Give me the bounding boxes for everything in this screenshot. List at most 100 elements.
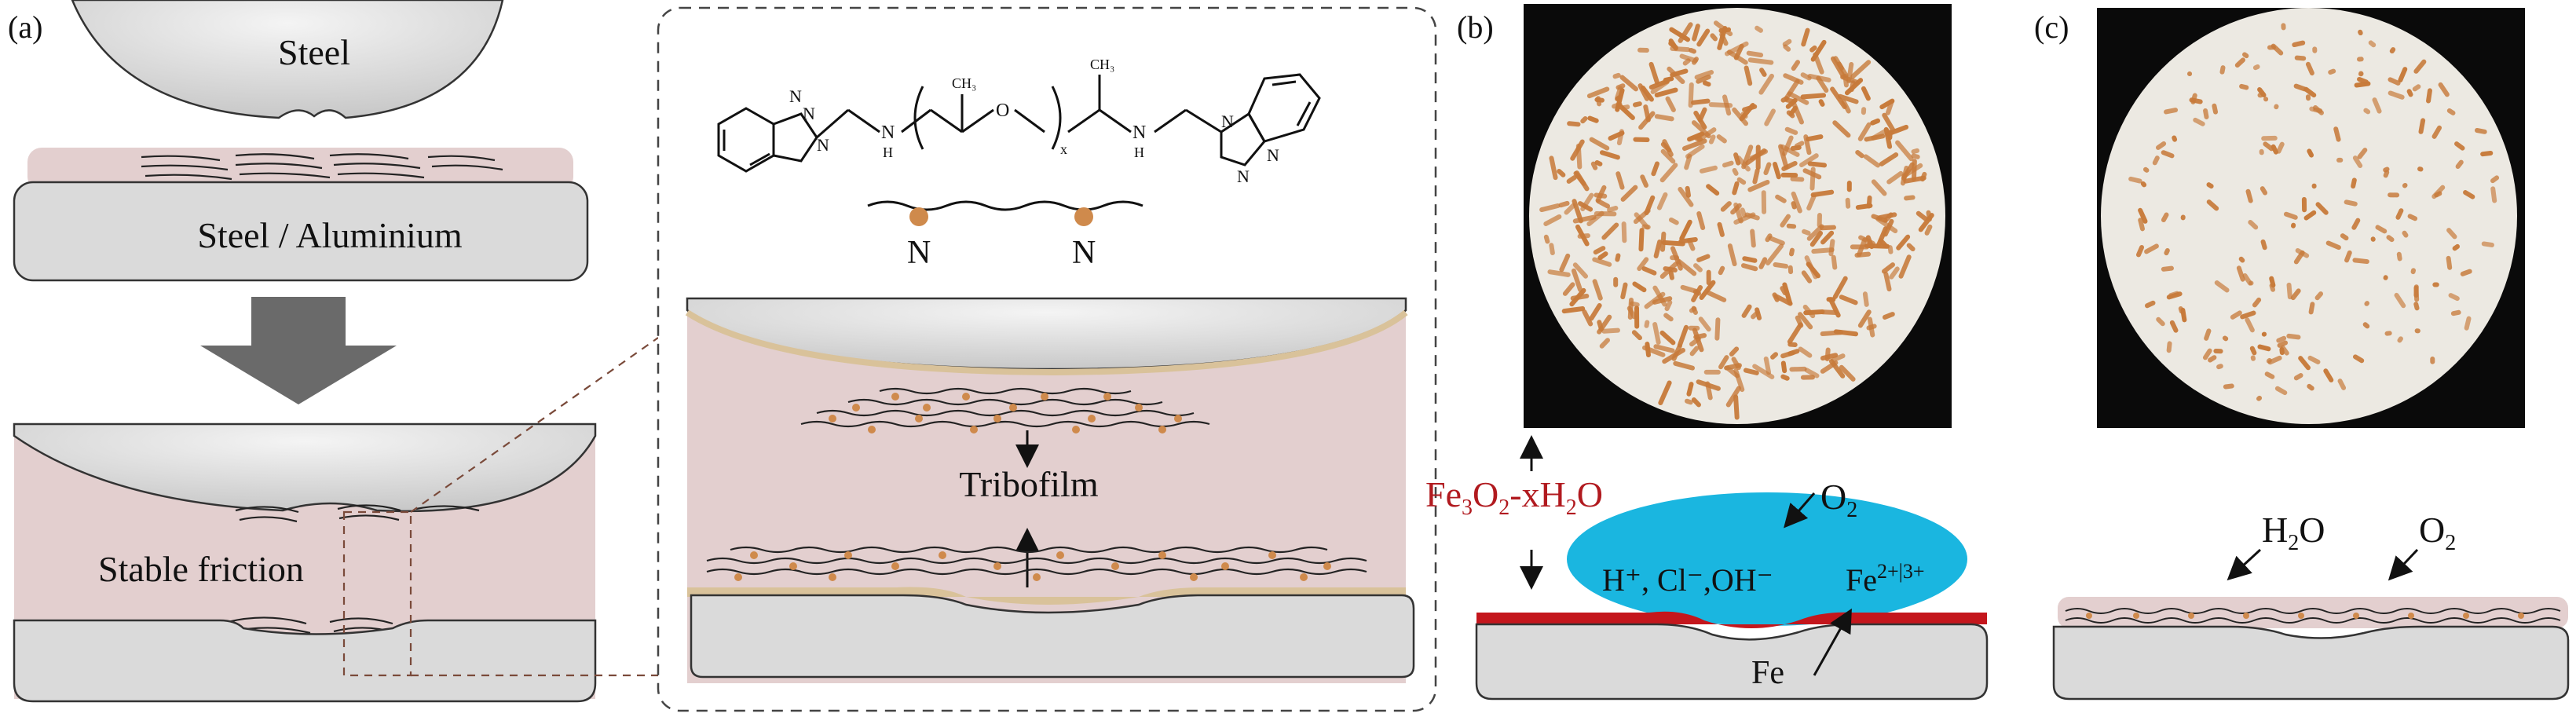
- rust-spot-c: [2426, 88, 2432, 104]
- rust-spot-c: [2166, 291, 2183, 300]
- zoom-region-box: [342, 510, 412, 677]
- rust-spot-c: [2252, 297, 2262, 308]
- rust-spot-b: [1705, 381, 1713, 401]
- panel-c-label: (c): [2034, 9, 2069, 45]
- rust-spot-c: [2307, 355, 2321, 364]
- rust-spot-b: [1809, 45, 1817, 53]
- rust-spot-b: [1557, 168, 1566, 177]
- rust-spot-b: [1784, 126, 1798, 135]
- o2-arrow-b: [1784, 492, 1816, 529]
- rust-spot-b: [1865, 235, 1875, 250]
- rust-spot-b: [1755, 307, 1762, 320]
- rust-spot-b: [1916, 210, 1928, 221]
- rust-spot-b: [1877, 212, 1897, 221]
- rust-spot-c: [2240, 310, 2256, 320]
- rust-spot-c: [2383, 170, 2390, 178]
- rust-spot-b: [1703, 369, 1721, 375]
- rust-spot-b: [1839, 364, 1856, 382]
- rust-spot-b: [1685, 185, 1692, 198]
- rust-spot-c: [2402, 182, 2408, 188]
- rust-spot-c: [2413, 59, 2427, 74]
- rust-spot-b: [1806, 134, 1824, 142]
- rust-spot-c: [2407, 214, 2418, 221]
- rust-spot-b: [1632, 281, 1647, 293]
- rust-spot-c: [2402, 230, 2409, 238]
- rust-spot-b: [1714, 317, 1721, 341]
- rust-spot-c: [2242, 52, 2249, 59]
- rust-spot-b: [1651, 161, 1659, 177]
- rust-spot-b: [1820, 230, 1835, 245]
- rust-spot-b: [1673, 360, 1696, 371]
- rust-spot-b: [1637, 257, 1649, 272]
- rust-spot-c: [2298, 356, 2311, 371]
- rust-spot-c: [2372, 97, 2382, 114]
- rust-spot-b: [1654, 114, 1674, 122]
- rust-spot-b: [1775, 194, 1787, 203]
- rust-spot-c: [2256, 395, 2263, 401]
- rust-spot-b: [1659, 163, 1678, 183]
- rust-spot-c: [2238, 256, 2245, 263]
- rust-spot-c: [2474, 128, 2487, 134]
- rust-spot-c: [2406, 89, 2413, 97]
- rust-spot-b: [1652, 296, 1673, 305]
- rust-spot-b: [1644, 320, 1650, 328]
- rust-spot-c: [2169, 320, 2179, 333]
- rust-spot-b: [1807, 161, 1828, 168]
- mol-n-left-2: N: [789, 86, 802, 106]
- rust-spot-c: [2303, 210, 2317, 221]
- rust-spot-b: [1677, 324, 1689, 348]
- rust-spot-c: [2263, 141, 2274, 152]
- rust-spot-b: [1799, 153, 1819, 168]
- h2o-arrow: [2227, 548, 2262, 581]
- rust-spot-b: [1696, 75, 1711, 84]
- rust-spot-b: [1621, 104, 1630, 111]
- rust-spot-b: [1752, 364, 1775, 379]
- rust-spot-b: [1632, 101, 1642, 108]
- mol-ch3-right: CH₃: [1090, 57, 1114, 72]
- rust-spot-c: [2351, 218, 2361, 230]
- rust-spot-c: [2291, 222, 2296, 229]
- rust-spot-b: [1773, 294, 1793, 306]
- mol-n-left-3: N: [817, 135, 829, 155]
- rust-spot-b: [1653, 239, 1663, 259]
- rust-spot-b: [1634, 212, 1650, 230]
- rust-spot-b: [1911, 153, 1920, 159]
- rust-spot-b: [1741, 144, 1754, 170]
- rust-spot-b: [1689, 306, 1697, 313]
- rust-spot-c: [2290, 288, 2301, 301]
- rust-spot-b: [1800, 93, 1827, 100]
- rust-spot-b: [1783, 44, 1791, 52]
- rust-spot-c: [2259, 186, 2268, 196]
- molecule-labels: N N N N H CH₃ O x CH₃ N H N N N: [789, 57, 1279, 186]
- rust-spot-c: [2412, 84, 2421, 92]
- rust-spot-b: [1692, 24, 1700, 42]
- rust-spot-b: [1906, 243, 1916, 252]
- rust-spot-b: [1663, 313, 1674, 322]
- rust-spot-b: [1637, 83, 1649, 101]
- rust-spot-c: [2414, 328, 2420, 334]
- rust-spot-b: [1773, 162, 1781, 180]
- rust-spot-c: [2313, 104, 2324, 115]
- rust-spot-b: [1660, 148, 1676, 164]
- rust-spot-b: [1780, 172, 1798, 178]
- rust-spot-c: [2388, 90, 2405, 100]
- rust-spot-b: [1670, 68, 1689, 78]
- rust-spot-c: [2383, 275, 2388, 280]
- rust-spot-b: [1791, 201, 1797, 210]
- substrate-bottom: [13, 619, 597, 703]
- rust-spot-c: [2135, 245, 2145, 258]
- rust-spot-b: [1682, 58, 1691, 66]
- rust-spot-b: [1801, 27, 1810, 47]
- rust-spot-b: [1911, 148, 1920, 155]
- rust-spot-b: [1687, 131, 1705, 142]
- rust-spot-b: [1621, 221, 1627, 243]
- rust-spot-c: [2286, 333, 2301, 340]
- rust-spot-b: [1828, 239, 1835, 257]
- rust-spot-b: [1770, 352, 1779, 360]
- rust-spot-c: [2305, 61, 2314, 76]
- rust-spot-b: [1696, 127, 1717, 142]
- rust-spot-c: [2413, 302, 2420, 311]
- rust-spot-c: [2292, 40, 2306, 48]
- rust-spot-c: [2189, 97, 2203, 104]
- rust-spot-b: [1601, 222, 1619, 240]
